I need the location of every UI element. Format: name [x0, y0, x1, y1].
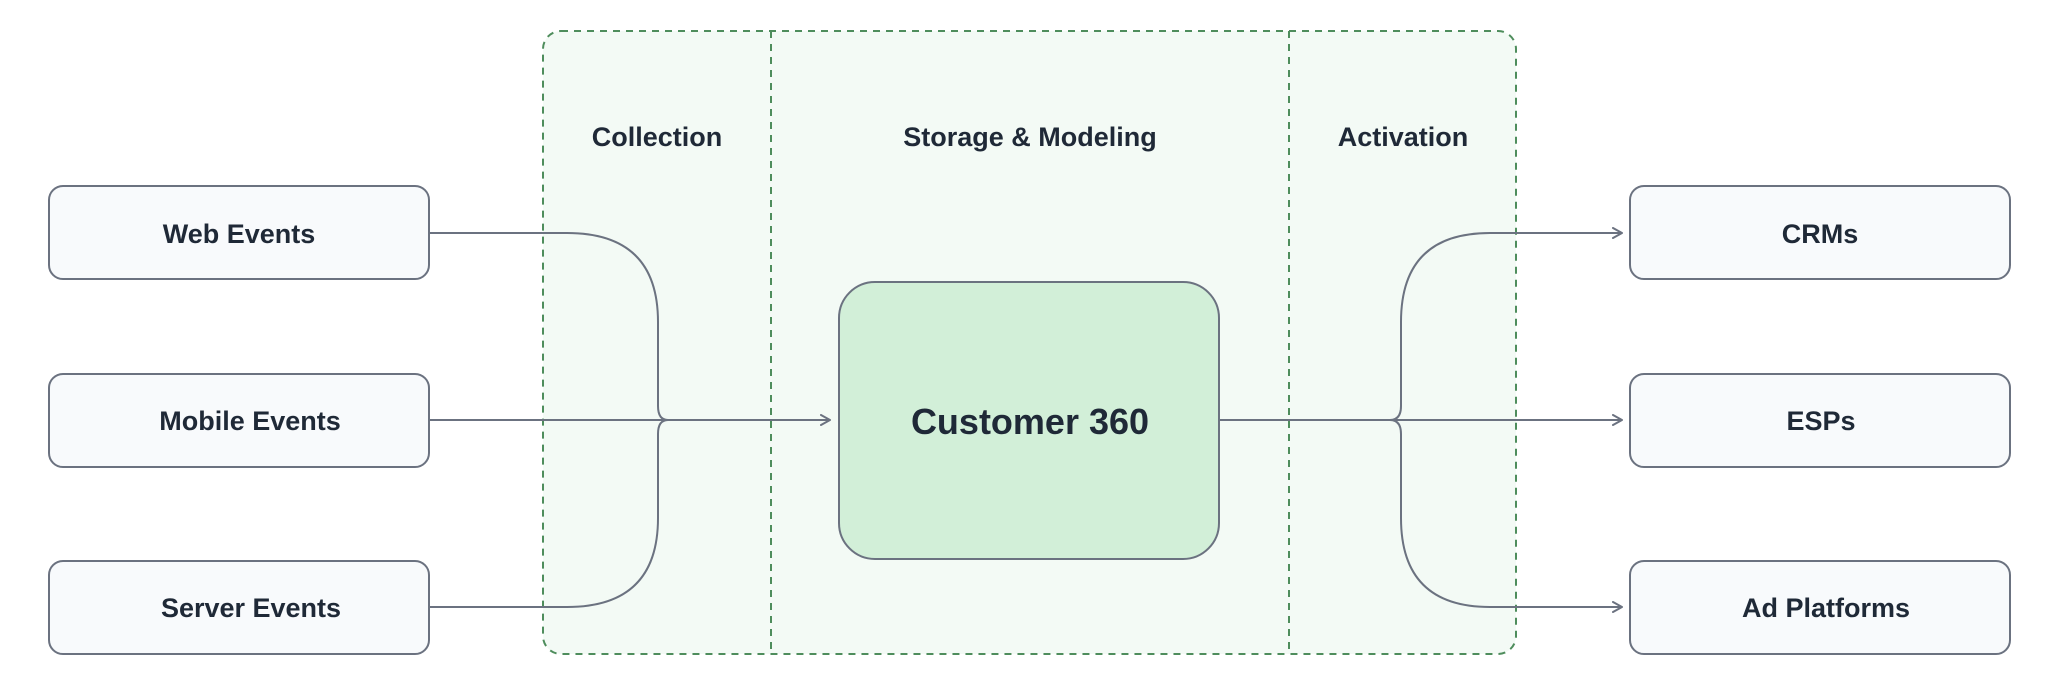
destination-ad-platforms: Ad Platforms	[1629, 560, 2011, 655]
source-mobile-events-label: Mobile Events	[159, 406, 341, 436]
connector-ad-platforms	[1389, 419, 1623, 613]
connector-web-events	[429, 232, 669, 421]
destination-esps-label: ESPs	[1786, 406, 1855, 436]
hub-label: Customer 360	[911, 401, 1149, 442]
source-server-events-label: Server Events	[161, 593, 341, 623]
destination-esps: ESPs	[1629, 373, 2011, 468]
hub-customer-360: Customer 360	[838, 281, 1220, 560]
destination-crms-label: CRMs	[1782, 219, 1859, 249]
stage-label-collection: Collection	[592, 122, 723, 152]
source-mobile-events: Mobile Events	[48, 373, 430, 468]
source-web-events: Web Events	[48, 185, 430, 280]
stage-label-storage: Storage & Modeling	[903, 122, 1157, 152]
source-server-events: Server Events	[48, 560, 430, 655]
stage-label-activation: Activation	[1338, 122, 1469, 152]
destination-crms: CRMs	[1629, 185, 2011, 280]
destination-ad-platforms-label: Ad Platforms	[1742, 593, 1910, 623]
connector-crms	[1389, 227, 1623, 421]
output-connectors	[1220, 227, 1623, 613]
input-connectors	[429, 232, 831, 608]
source-web-events-label: Web Events	[163, 219, 316, 249]
connector-server-events	[429, 419, 669, 608]
